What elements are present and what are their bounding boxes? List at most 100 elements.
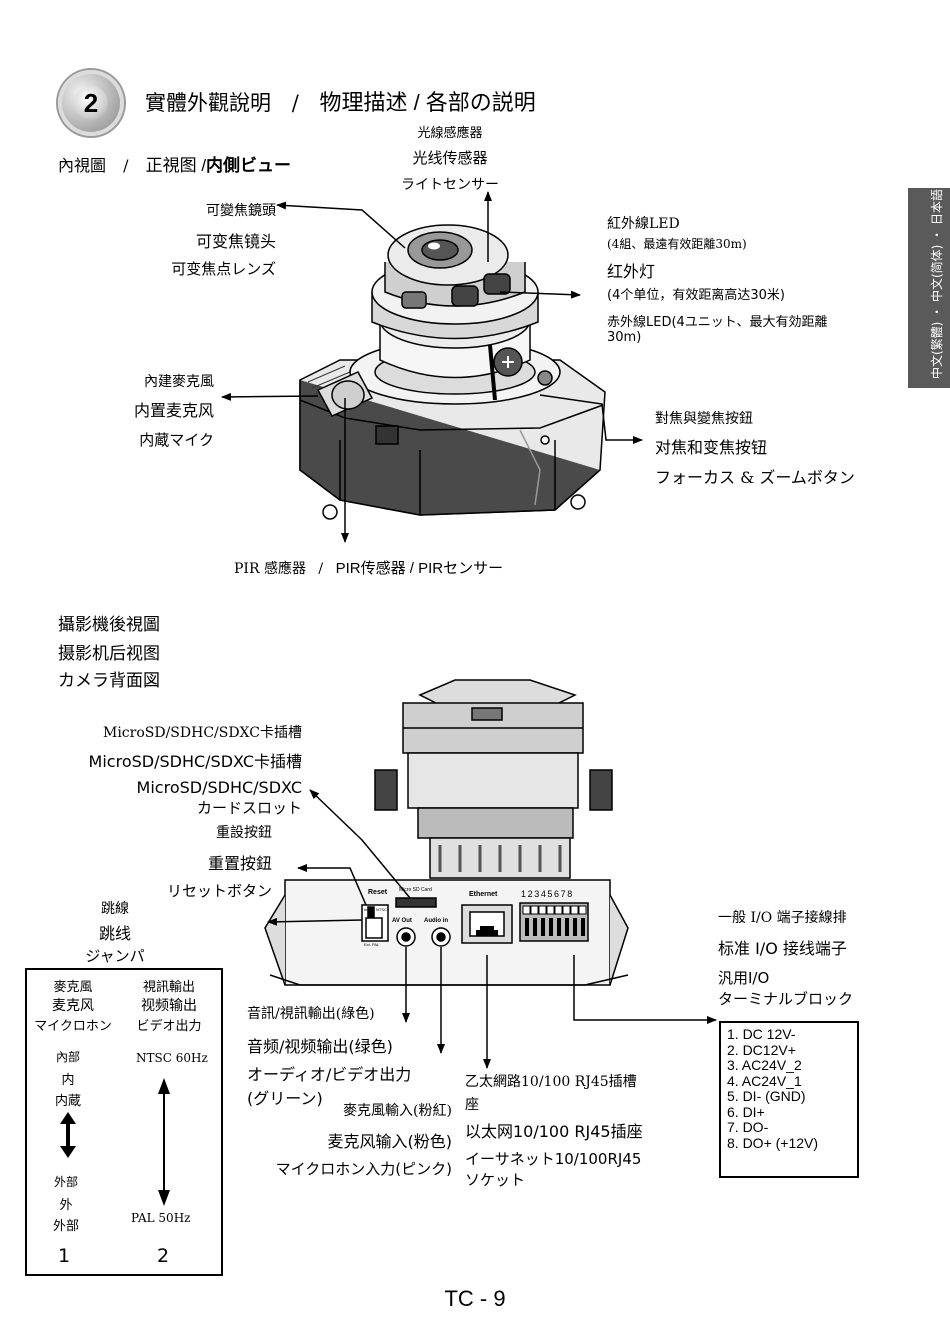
- pir-rest: PIR传感器 / PIRセンサー: [335, 560, 504, 577]
- sd-slot-label: MicroSD/SDHC/SDXC卡插槽 MicroSD/SDHC/SDXC卡插…: [70, 722, 302, 818]
- io-terminal-tw: 一般 I/O 端子接線排: [718, 910, 847, 926]
- arrow-jumper: [267, 917, 363, 926]
- focus-zoom-jp: フォーカス & ズームボタン: [655, 468, 855, 487]
- focus-zoom-tw: 對焦與變焦按鈕: [655, 411, 753, 427]
- legend-internal-cn: 内: [61, 1073, 75, 1088]
- arrow-reset: [297, 864, 367, 906]
- io-terminal-jp-1: 汎用I/O: [718, 969, 770, 987]
- title-rest: 物理描述 / 各部の説明: [319, 90, 536, 115]
- ir-led-cn-note: (4个单位，有效距离高达30米): [607, 288, 785, 303]
- section-number: 2: [74, 86, 108, 120]
- ir-led-tw-note: (4組、最遠有效距離30m): [607, 237, 747, 251]
- mic-in-cn: 麦克风输入(粉色): [327, 1132, 453, 1151]
- sd-slot-jp-1: MicroSD/SDHC/SDXC: [136, 778, 302, 797]
- legend-mic-external: 外部 外 外部: [36, 1173, 96, 1234]
- arrow-varifocal-lens: [276, 201, 406, 249]
- light-sensor-tw: 光線感應器: [417, 126, 483, 141]
- av-out-cn: 音频/视频输出(绿色): [247, 1037, 393, 1056]
- legend-pal: PAL 50Hz: [131, 1211, 191, 1225]
- microphone-label: 內建麥克風 内置麦克风 内蔵マイク: [110, 371, 214, 450]
- light-sensor-label: 光線感應器 光线传感器 ライトセンサー: [395, 122, 505, 194]
- legend-col1-head: 麥克風 麦克风 マイクロホン: [30, 976, 116, 1034]
- av-out-jp-2: (グリーン): [247, 1089, 323, 1108]
- ethernet-label: 乙太網路10/100 RJ45插槽 座 以太网10/100 RJ45插座 イーサ…: [465, 1071, 643, 1190]
- mic-in-label: 麥克風輸入(粉紅) 麦克风输入(粉色) マイクロホン入力(ピンク): [262, 1100, 452, 1179]
- panel-label-av-out: AV Out: [392, 918, 412, 924]
- legend-external-jp: 外部: [52, 1219, 79, 1234]
- panel-label-int: Int.: [364, 907, 370, 912]
- pir-tw: PIR 感應器: [234, 561, 306, 577]
- ethernet-jp-2: ソケット: [465, 1171, 526, 1189]
- light-sensor-cn: 光线传感器: [412, 149, 488, 167]
- io-terminal-label: 一般 I/O 端子接線排 标准 I/O 接线端子 汎用I/O ターミナルブロック: [718, 907, 853, 1009]
- mic-in-tw: 麥克風輸入(粉紅): [343, 1103, 452, 1119]
- light-sensor-jp: ライトセンサー: [401, 177, 499, 193]
- arrow-ir-led: [499, 290, 581, 299]
- legend-arrows: [60, 1078, 170, 1206]
- inner-view-heading-jp: 内側ビュー: [206, 156, 292, 175]
- varifocal-lens-cn: 可变焦镜头: [195, 232, 276, 251]
- language-side-tab: 中文(繁體) ・ 中文(简体) ・ 日本語: [908, 188, 950, 388]
- arrow-microphone: [221, 392, 319, 401]
- varifocal-lens-label: 可變焦鏡頭 可变焦镜头 可变焦点レンズ: [130, 200, 276, 279]
- jumper-jp: ジャンパ: [85, 947, 145, 965]
- ethernet-cn: 以太网10/100 RJ45插座: [465, 1122, 643, 1141]
- ethernet-jp-1: イーサネット10/100RJ45: [465, 1150, 642, 1168]
- panel-label-pins: 12345678: [521, 889, 574, 899]
- pir-label: PIR 感應器 / PIR传感器 / PIRセンサー: [234, 557, 503, 578]
- legend-mic-tw: 麥克風: [53, 980, 93, 995]
- sd-slot-cn: MicroSD/SDHC/SDXC卡插槽: [88, 752, 302, 771]
- io-pin-list: 1. DC 12V- 2. DC12V+ 3. AC24V_2 4. AC24V…: [719, 1021, 859, 1178]
- legend-video-tw: 視訊輸出: [142, 980, 195, 995]
- pin-item: 4. AC24V_1: [727, 1072, 802, 1089]
- ir-led-tw: 紅外線LED: [607, 216, 680, 232]
- inner-view-heading-cn: 正視图 /: [145, 156, 207, 175]
- legend-internal-tw: 內部: [55, 1050, 80, 1064]
- microphone-cn: 内置麦克风: [133, 401, 214, 420]
- legend-num-2: 2: [157, 1245, 170, 1267]
- microphone-tw: 內建麥克風: [144, 374, 214, 390]
- io-terminal-jp-2: ターミナルブロック: [718, 990, 854, 1008]
- varifocal-lens-tw: 可變焦鏡頭: [206, 203, 276, 219]
- av-out-jp-1: オーディオ/ビデオ出力: [247, 1065, 412, 1084]
- reset-jp: リセットボタン: [166, 882, 272, 900]
- pin-item: 5. DI- (GND): [727, 1088, 806, 1104]
- focus-zoom-cn: 对焦和变焦按钮: [655, 438, 768, 457]
- panel-label-sd: Micro SD Card: [399, 887, 432, 893]
- ir-led-label: 紅外線LED (4組、最遠有效距離30m) 红外灯 (4个单位，有效距离高达30…: [607, 213, 828, 345]
- pin-item: 7. DO-: [727, 1119, 769, 1135]
- jumper-legend-box: [25, 968, 223, 1276]
- jumper-label: 跳線 跳线 ジャンパ: [80, 898, 150, 966]
- jumper-tw: 跳線: [101, 901, 129, 917]
- inner-view-heading-sep: /: [123, 156, 129, 175]
- panel-label-ntsc: NTSC: [376, 907, 387, 912]
- microphone-jp: 内蔵マイク: [139, 431, 214, 449]
- ethernet-tw-2: 座: [465, 1097, 479, 1113]
- varifocal-lens-jp: 可变焦点レンズ: [171, 260, 276, 278]
- reset-cn: 重置按鈕: [207, 854, 272, 873]
- camera-rear-illustration: [264, 679, 629, 986]
- inner-view-heading-tw: 內視圖: [58, 156, 107, 175]
- arrow-io-terminal: [573, 955, 717, 1024]
- panel-label-ethernet: Ethernet: [469, 891, 498, 898]
- focus-zoom-label: 對焦與變焦按鈕 对焦和变焦按钮 フォーカス & ズームボタン: [655, 408, 855, 488]
- page-number: TC - 9: [444, 1286, 506, 1311]
- legend-col2-head: 視訊輸出 视频输出 ビデオ出力: [124, 976, 214, 1034]
- inner-view-heading: 內視圖 / 正視图 /内側ビュー: [58, 151, 291, 176]
- mic-in-jp: マイクロホン入力(ピンク): [275, 1160, 452, 1178]
- pin-item: 6. DI+: [727, 1103, 765, 1120]
- ethernet-tw-1: 乙太網路10/100 RJ45插槽: [465, 1074, 637, 1090]
- rear-view-heading: 攝影機後視圖 摄影机后视图 カメラ背面図: [58, 610, 160, 691]
- front-callout-arrows: [221, 191, 643, 543]
- jumper-cn: 跳线: [98, 924, 131, 943]
- pin-item: 1. DC 12V-: [727, 1026, 796, 1042]
- legend-num-1: 1: [58, 1245, 71, 1267]
- legend-mic-cn: 麦克风: [52, 998, 94, 1014]
- io-terminal-cn: 标准 I/O 接线端子: [718, 939, 847, 958]
- legend-external-tw: 外部: [53, 1175, 78, 1189]
- title-tw: 實體外觀說明: [145, 91, 271, 115]
- rear-view-heading-tw: 攝影機後視圖: [58, 615, 160, 635]
- panel-label-reset: Reset: [368, 889, 388, 896]
- pir-sep: /: [318, 561, 324, 577]
